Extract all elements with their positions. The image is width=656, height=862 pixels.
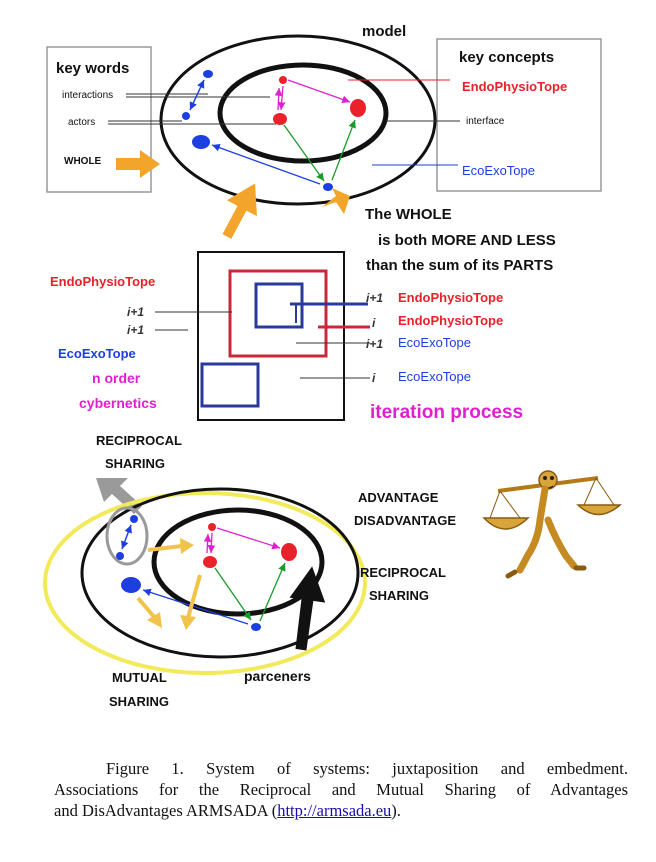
interaction-magenta-1 bbox=[287, 79, 351, 104]
outer-ecoexotope-ellipse bbox=[159, 34, 437, 206]
mutual-sharing-line2: SHARING bbox=[109, 694, 169, 709]
mutual-sharing-ellipse bbox=[43, 491, 367, 675]
key-words-title: key words bbox=[56, 60, 129, 77]
advantage-label: ADVANTAGE bbox=[358, 490, 439, 505]
yellow-arrowhead-3 bbox=[180, 615, 196, 630]
right-endophysiotope-2: EndoPhysioTope bbox=[398, 313, 503, 328]
top-model-section: model key words interactions actors WHOL… bbox=[46, 23, 602, 274]
reciprocal-right-line1: RECIPROCAL bbox=[360, 565, 446, 580]
reciprocal-top-line2: SHARING bbox=[105, 456, 165, 471]
iteration-outer-box bbox=[197, 251, 345, 421]
figure-caption: Figure 1. System of systems: juxtapositi… bbox=[54, 758, 628, 821]
right-index-4: i bbox=[372, 371, 376, 385]
reciprocal-right-line2: SHARING bbox=[369, 588, 429, 603]
bottom-interaction-magenta-2 bbox=[207, 532, 216, 554]
reciprocal-grey-ellipse bbox=[105, 506, 149, 566]
bottom-actor-red-3 bbox=[281, 543, 297, 561]
yellow-arrow-2 bbox=[136, 596, 157, 620]
concept-interface: interface bbox=[466, 116, 505, 127]
key-concepts-box bbox=[436, 38, 602, 192]
right-index-1: i+1 bbox=[366, 291, 383, 305]
caption-line1: Figure 1. System of systems: juxtapositi… bbox=[106, 759, 628, 778]
endo-i-box bbox=[228, 269, 328, 358]
key-concepts-title: key concepts bbox=[459, 49, 554, 66]
actor-blue-1 bbox=[203, 70, 213, 78]
left-index-i1-b: i+1 bbox=[127, 323, 144, 337]
actor-red-3 bbox=[350, 99, 366, 117]
left-index-i1-a: i+1 bbox=[127, 305, 144, 319]
yellow-arrow-3 bbox=[186, 574, 202, 619]
bottom-actor-blue-3 bbox=[121, 577, 141, 593]
eco-i1-box bbox=[200, 362, 260, 408]
bottom-interaction-blue-2 bbox=[121, 524, 132, 550]
caption-line3-text: and DisAdvantages ARMSADA ( bbox=[54, 801, 278, 820]
bottom-outer-ellipse bbox=[80, 487, 360, 659]
armsada-link[interactable]: http://armsada.eu bbox=[277, 801, 392, 820]
bottom-actor-blue-4 bbox=[251, 623, 261, 631]
bottom-actor-blue-2 bbox=[116, 552, 124, 560]
whole-arrow bbox=[116, 150, 160, 178]
actor-blue-2 bbox=[182, 112, 190, 120]
interaction-green-1 bbox=[283, 124, 325, 182]
right-endophysiotope-1: EndoPhysioTope bbox=[398, 290, 503, 305]
bottom-actor-red-2 bbox=[203, 556, 217, 568]
emergence-arrow-left bbox=[222, 183, 257, 239]
yellow-arrowhead-2 bbox=[147, 612, 162, 628]
iteration-process-label: iteration process bbox=[370, 402, 523, 423]
bottom-interaction-blue-3 bbox=[142, 588, 249, 625]
bottom-interaction-green-2 bbox=[259, 562, 286, 622]
concept-endophysiotope: EndoPhysioTope bbox=[462, 79, 567, 94]
whole-statement-line2: is both MORE AND LESS bbox=[378, 232, 556, 249]
balance-scale-icon bbox=[482, 470, 623, 579]
left-endophysiotope: EndoPhysioTope bbox=[50, 274, 155, 289]
actor-red-2 bbox=[273, 113, 287, 125]
key-word-whole: WHOLE bbox=[64, 156, 102, 167]
caption-line3: and DisAdvantages ARMSADA (http://armsad… bbox=[54, 800, 628, 821]
key-word-actors: actors bbox=[68, 117, 95, 128]
interaction-magenta-2 bbox=[277, 85, 286, 111]
bottom-inner-ellipse bbox=[151, 507, 325, 617]
actor-red-1 bbox=[279, 76, 287, 84]
emergence-arrow-right bbox=[322, 188, 350, 214]
reciprocal-top-line1: RECIPROCAL bbox=[96, 433, 182, 448]
disadvantage-label: DISADVANTAGE bbox=[354, 513, 456, 528]
parceners-arrow bbox=[289, 566, 326, 651]
bottom-actor-red-1 bbox=[208, 523, 216, 531]
bottom-interaction-magenta-1 bbox=[216, 527, 281, 550]
whole-statement-line1: The WHOLE bbox=[365, 206, 452, 223]
key-word-interactions: interactions bbox=[62, 90, 113, 101]
left-ecoexotope: EcoExoTope bbox=[58, 346, 136, 361]
actor-blue-3 bbox=[192, 135, 210, 149]
bottom-interaction-green-1 bbox=[214, 567, 252, 621]
whole-statement-line3: than the sum of its PARTS bbox=[366, 257, 553, 274]
yellow-arrow-1 bbox=[147, 544, 183, 552]
inner-endophysiotope-ellipse bbox=[217, 62, 389, 164]
interaction-magenta-3 bbox=[274, 87, 283, 111]
bottom-interaction-magenta-3 bbox=[203, 533, 212, 554]
n-order-line2: cybernetics bbox=[79, 395, 157, 411]
right-index-3: i+1 bbox=[366, 337, 383, 351]
caption-line3-end: ). bbox=[391, 801, 401, 820]
interaction-green-2 bbox=[331, 119, 356, 181]
right-ecoexotope-1: EcoExoTope bbox=[398, 335, 471, 350]
model-label: model bbox=[362, 23, 406, 40]
right-index-2: i bbox=[372, 316, 376, 330]
bottom-actor-blue-1 bbox=[130, 515, 138, 523]
sharing-section: RECIPROCAL SHARING bbox=[43, 433, 623, 709]
interaction-blue-2 bbox=[189, 79, 205, 111]
n-order-line1: n order bbox=[92, 370, 141, 386]
interaction-blue-3 bbox=[211, 143, 321, 185]
caption-line2: Associations for the Reciprocal and Mutu… bbox=[54, 780, 628, 799]
actor-blue-4 bbox=[323, 183, 333, 191]
yellow-arrowhead-1 bbox=[180, 538, 194, 554]
right-ecoexotope-2: EcoExoTope bbox=[398, 369, 471, 384]
concept-ecoexotope: EcoExoTope bbox=[462, 163, 535, 178]
parceners-label: parceners bbox=[244, 668, 311, 684]
iteration-section: EndoPhysioTope i+1 i+1 EcoExoTope n orde… bbox=[50, 251, 523, 423]
mutual-sharing-line1: MUTUAL bbox=[112, 670, 167, 685]
